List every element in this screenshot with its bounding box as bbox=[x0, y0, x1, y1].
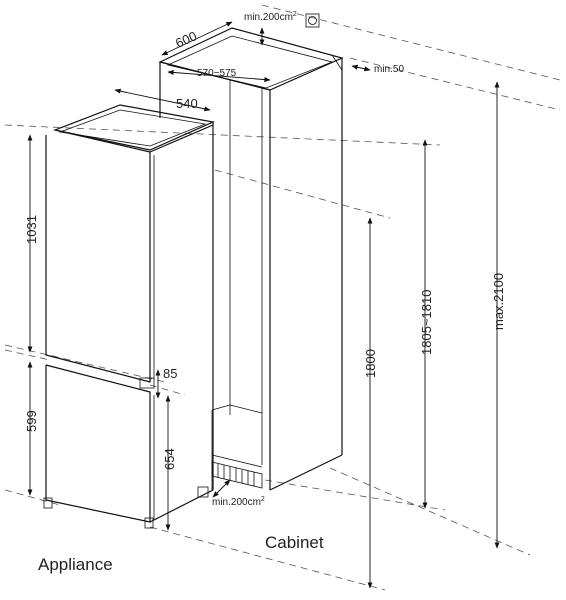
vent-top-label: min.200cm2 bbox=[244, 11, 297, 23]
extension-lines bbox=[4, 4, 561, 591]
max-height-label: max.2100 bbox=[491, 273, 506, 330]
cabinet-depth-label: 600 bbox=[173, 28, 199, 51]
fridge-door-label: 599 bbox=[24, 410, 39, 432]
appliance-caption: Appliance bbox=[38, 555, 113, 574]
cabinet bbox=[158, 13, 371, 491]
freezer-door-label: 1031 bbox=[24, 215, 39, 244]
door-gap-label: 85 bbox=[163, 366, 177, 381]
fan-icon bbox=[305, 13, 320, 28]
appliance bbox=[43, 104, 216, 529]
appliance-height-label: 1800 bbox=[363, 349, 378, 378]
vent-grille bbox=[217, 464, 255, 486]
dimension-arrows bbox=[27, 21, 500, 589]
appliance-width-label: 540 bbox=[176, 96, 198, 111]
cabinet-width-label: 570~575 bbox=[197, 68, 237, 79]
vent-bottom-label: min.200cm2 bbox=[212, 496, 265, 508]
lower-height-label: 654 bbox=[162, 448, 177, 470]
cabinet-caption: Cabinet bbox=[265, 533, 324, 552]
niche-height-label: 1805~1810 bbox=[419, 290, 434, 355]
gap-back-label: min.50 bbox=[374, 64, 404, 75]
